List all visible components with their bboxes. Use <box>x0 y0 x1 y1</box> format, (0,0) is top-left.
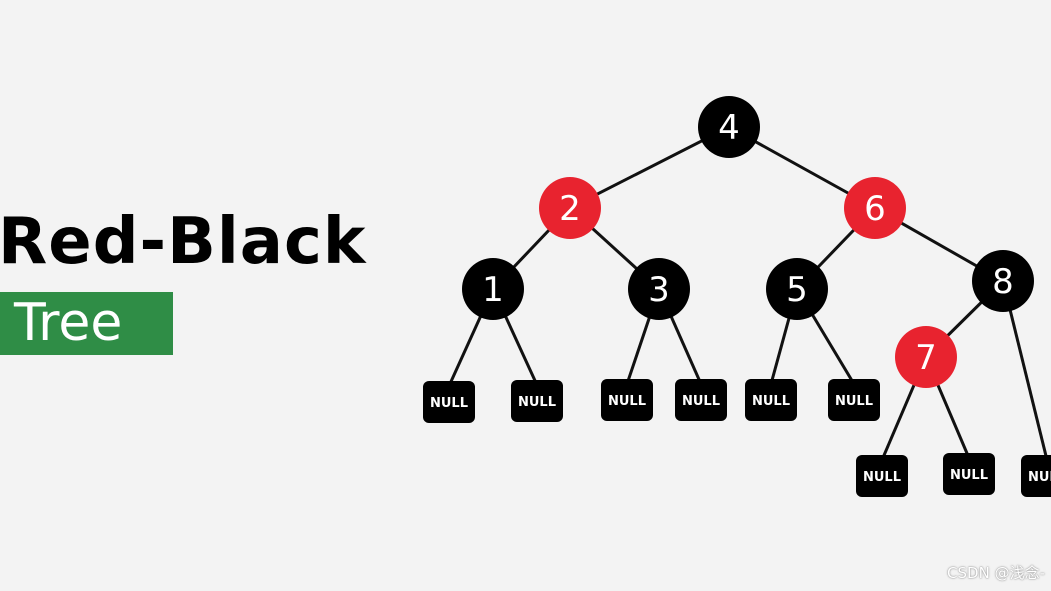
null-leaf-1-left <box>423 381 475 423</box>
null-leaf-5-left <box>745 379 797 421</box>
null-label-1-right: NULL <box>518 395 556 410</box>
null-leaf-7-right <box>943 453 995 495</box>
title-red-black: Red-Black <box>0 205 367 279</box>
node-label-6: 6 <box>864 189 886 229</box>
null-label-7-right: NULL <box>950 468 988 483</box>
tree-nodes: 4 2 6 1 3 5 8 7 <box>462 96 1034 388</box>
null-label-1-left: NULL <box>430 396 468 411</box>
null-leaf-3-right <box>675 379 727 421</box>
node-7-red <box>895 326 957 388</box>
null-leaf-5-right <box>828 379 880 421</box>
null-label-3-left: NULL <box>608 394 646 409</box>
node-8-black <box>972 250 1034 312</box>
title-tree-badge: Tree <box>0 292 173 355</box>
node-label-2: 2 <box>559 189 581 229</box>
node-6-red <box>844 177 906 239</box>
watermark: CSDN @浅念- <box>947 564 1045 582</box>
node-5-black <box>766 258 828 320</box>
node-label-7: 7 <box>915 338 937 378</box>
node-4-black <box>698 96 760 158</box>
node-label-8: 8 <box>992 262 1014 302</box>
node-2-red <box>539 177 601 239</box>
null-label-5-left: NULL <box>752 394 790 409</box>
node-1-black <box>462 258 524 320</box>
null-label-7-left: NULL <box>863 470 901 485</box>
node-label-5: 5 <box>786 270 808 310</box>
null-leaf-3-left <box>601 379 653 421</box>
null-leaf-7-left <box>856 455 908 497</box>
null-leaf-8-right <box>1021 455 1051 497</box>
null-leaves: NULL NULL NULL NULL NULL NULL NULL NULL NULL <box>423 379 1051 497</box>
null-label-3-right: NULL <box>682 394 720 409</box>
null-label-8-right: NULL <box>1028 470 1051 485</box>
null-leaf-1-right <box>511 380 563 422</box>
node-3-black <box>628 258 690 320</box>
node-label-4: 4 <box>718 108 740 148</box>
null-label-5-right: NULL <box>835 394 873 409</box>
node-label-3: 3 <box>648 270 670 310</box>
node-label-1: 1 <box>482 270 504 310</box>
